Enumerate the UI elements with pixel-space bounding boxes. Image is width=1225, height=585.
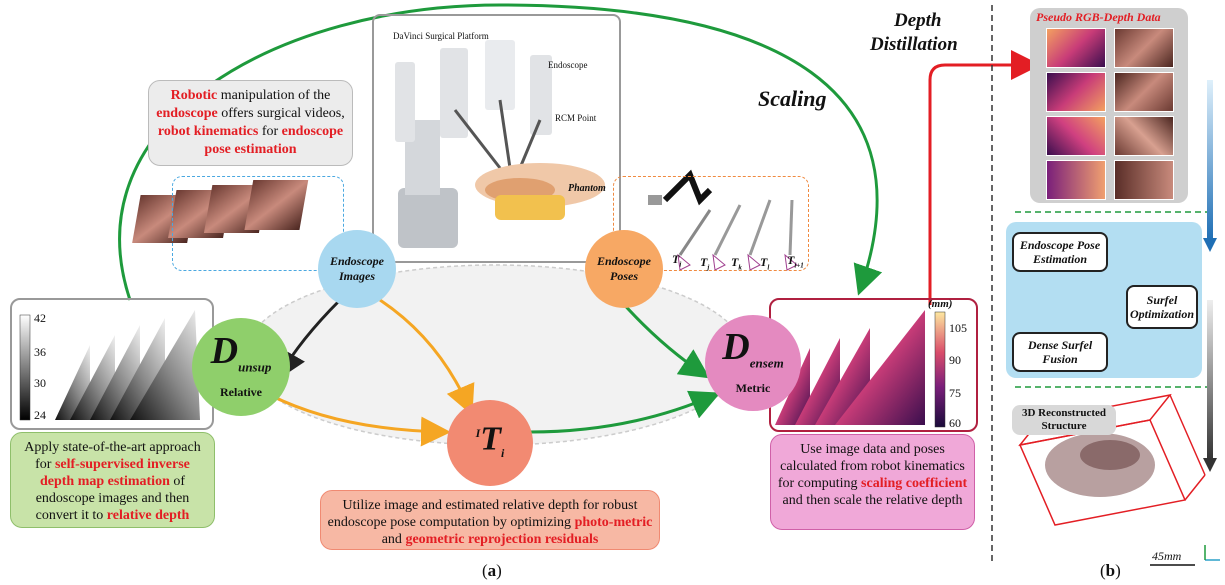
colorbar-left-tick-42: 42 (34, 311, 46, 325)
colorbar-left-tick-24: 24 (34, 408, 46, 422)
pseudo-depth-3 (1046, 116, 1106, 156)
recon-label: 3D Reconstructed Structure (1012, 405, 1116, 435)
colorbar-right-tick-90: 90 (949, 353, 961, 367)
arrow-depth-distillation (928, 50, 1041, 305)
node-endoscope-images: Endoscope Images (318, 230, 396, 308)
gray-flow-arrow-head (1203, 458, 1217, 472)
endoscope-frames-panel (172, 176, 344, 271)
colorbar-left-tick-36: 36 (34, 345, 46, 359)
box-scaling: Use image data and poses calculated from… (770, 434, 975, 530)
scale-label: 45mm (1152, 549, 1182, 563)
robot-platform-label: DaVinci Surgical Platform (393, 31, 489, 41)
robot-image-frame (372, 14, 621, 263)
pose-label-k: Tk (731, 255, 742, 272)
pose-label-i: Ti (672, 252, 682, 269)
robot-phantom-label: Phantom (568, 183, 606, 194)
colorbar-right-tick-60: 60 (949, 416, 961, 430)
gray-flow-arrow-shaft (1207, 300, 1213, 460)
pseudo-rgb-2 (1114, 72, 1174, 112)
depth-distillation-line2: Distillation (870, 34, 958, 55)
pseudo-depth-4 (1046, 160, 1106, 200)
pose-label-j: Tj (700, 255, 710, 272)
arrow-dunsup-to-ti (269, 393, 451, 447)
colorbar-left-tick-30: 30 (34, 376, 46, 390)
surfel-optimization-step: Surfel Optimization (1126, 285, 1198, 329)
metric-depth-stack (775, 310, 925, 425)
pose-label-l: Tl (760, 255, 770, 272)
node-endoscope-poses: Endoscope Poses (585, 230, 663, 308)
pseudo-depth-1 (1046, 28, 1106, 68)
pseudo-depth-2 (1046, 72, 1106, 112)
endoscope-frames (132, 180, 309, 243)
blue-flow-arrow-shaft (1207, 80, 1213, 240)
pseudo-rgb-3 (1114, 116, 1174, 156)
colorbar-right-tick-75: 75 (949, 386, 961, 400)
robotic-note: Robotic manipulation of the endoscope of… (148, 80, 353, 166)
pose-trajectory-panel (613, 176, 809, 271)
pose-trajectory-illustration (648, 169, 798, 271)
arrow-poses-to-densem (618, 299, 710, 379)
pose-estimation-step: Endoscope Pose Estimation (1012, 232, 1108, 272)
scaling-loop (118, 3, 883, 301)
box-relative-depth: Apply state-of-the-art approach for self… (10, 432, 215, 528)
colorbar-right-unit: (mm) (928, 298, 953, 310)
pose-label-i1: Ti+1 (787, 253, 804, 270)
pseudo-rgb-1 (1114, 28, 1174, 68)
scaling-label: Scaling (758, 86, 827, 111)
arrow-ti-to-densem (529, 390, 721, 434)
pseudo-rgb-4 (1114, 160, 1174, 200)
colorbar-right-tick-105: 105 (949, 321, 967, 335)
colorbar-right (934, 311, 946, 428)
robot-illustration (395, 40, 605, 248)
dense-fusion-step: Dense Surfel Fusion (1012, 332, 1108, 372)
colorbar-left (19, 314, 31, 421)
blue-flow-arrow-head (1203, 238, 1217, 252)
robot-endoscope-label: Endoscope (548, 60, 588, 70)
panel-a-label: (a) (482, 561, 502, 580)
depth-distillation-line1: Depth (894, 10, 942, 31)
robot-rcm-label: RCM Point (555, 113, 597, 123)
panel-b-label: (b) (1100, 561, 1121, 580)
arrow-images-to-ti (379, 298, 475, 416)
node-d-unsup: Dunsup Relative (192, 318, 290, 416)
node-ti: ITi (447, 400, 533, 486)
pseudo-data-title: Pseudo RGB-Depth Data (1036, 10, 1161, 24)
box-pose-computation: Utilize image and estimated relative dep… (320, 490, 660, 550)
node-d-ensem: Densem Metric (705, 315, 801, 411)
relative-depth-stack (55, 310, 200, 420)
